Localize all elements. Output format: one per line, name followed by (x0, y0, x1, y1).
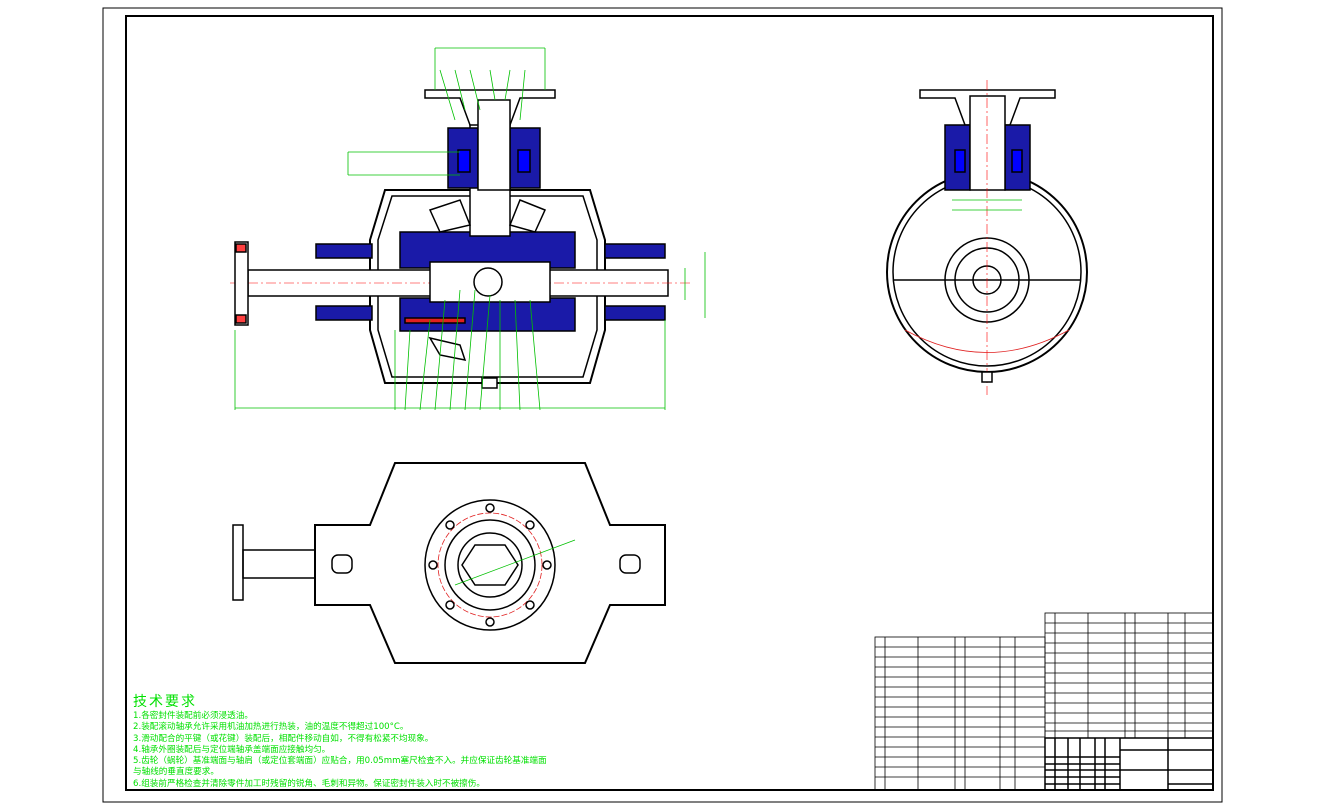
requirement-item: 2.装配滚动轴承允许采用机油加热进行热装，油的温度不得超过100°C。 (133, 722, 409, 733)
requirement-item: 1.各密封件装配前必须浸透油。 (133, 711, 253, 721)
front-section-view (230, 89, 690, 389)
technical-requirements: 技术要求 1.各密封件装配前必须浸透油。 2.装配滚动轴承允许采用机油加热进行热… (133, 694, 547, 790)
side-dimensions (952, 199, 1022, 211)
side-view (886, 80, 1088, 395)
requirement-item: 6.组装前严格检查并清除零件加工时残留的锐角、毛刺和异物。保证密封件装入时不被擦… (133, 778, 485, 789)
outer-frame (102, 7, 1223, 803)
title-block (1044, 737, 1214, 791)
requirement-item: 与轴线的垂直度要求。 (133, 767, 219, 778)
technical-requirements-title: 技术要求 (133, 694, 197, 710)
requirement-item: 3.滑动配合的平键（或花键）装配后，相配件移动自如，不得有松紧不均现象。 (133, 733, 434, 744)
requirement-item: 5.齿轮（蜗轮）基准端面与轴肩（或定位套端面）应贴合，用0.05mm塞尺检查不入… (133, 756, 547, 767)
requirement-item: 4.轴承外圈装配后与定位端轴承盖端面应接触均匀。 (133, 744, 331, 755)
parts-list-right (1044, 612, 1214, 739)
plan-view (232, 462, 666, 664)
front-dimensions (234, 47, 706, 411)
inner-frame (125, 15, 1214, 791)
parts-list-left (874, 636, 1046, 791)
